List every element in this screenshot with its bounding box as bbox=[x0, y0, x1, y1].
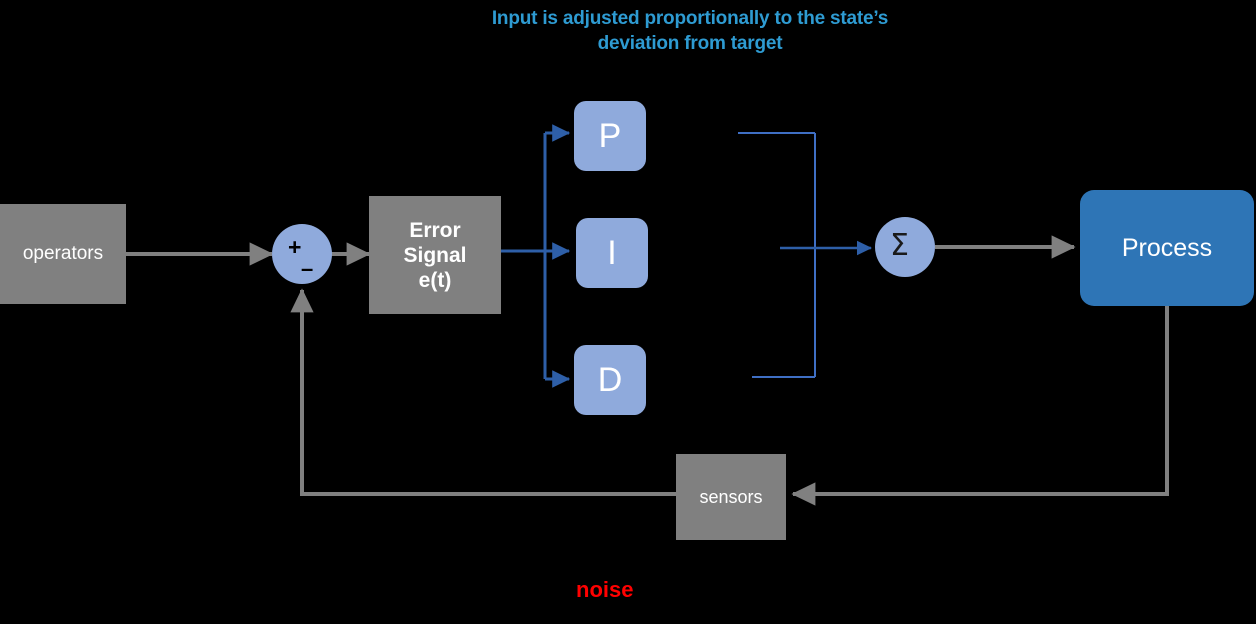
operators-block[interactable]: operators bbox=[0, 204, 126, 304]
operators-block-label: operators bbox=[22, 243, 104, 264]
error-signal-label-line-3: e(t) bbox=[418, 268, 452, 292]
error-signal-label-line-2: Signal bbox=[403, 243, 467, 267]
summing-junction[interactable] bbox=[272, 224, 332, 284]
diagram-title: Input is adjusted proportionally to the … bbox=[430, 6, 950, 56]
wire-process-to-sensors bbox=[791, 305, 1169, 506]
proportional-block-label: P bbox=[598, 116, 622, 155]
summing-junction-minus-sign: – bbox=[301, 256, 314, 281]
error-signal-block[interactable]: Error Signal e(t) bbox=[369, 196, 501, 314]
process-block-label: Process bbox=[1121, 233, 1213, 262]
derivative-block-label: D bbox=[597, 360, 623, 399]
process-block[interactable]: Process bbox=[1080, 190, 1254, 306]
noise-label: noise bbox=[576, 577, 634, 602]
summation-block[interactable] bbox=[875, 217, 935, 277]
integral-block[interactable]: I bbox=[576, 218, 648, 288]
error-signal-label-line-1: Error bbox=[409, 218, 461, 242]
sensors-block[interactable]: sensors bbox=[676, 454, 786, 540]
proportional-block[interactable]: P bbox=[574, 101, 646, 171]
summing-junction-plus-sign: + bbox=[288, 234, 302, 260]
sensors-block-label: sensors bbox=[699, 486, 763, 507]
diagram-title-line-1: Input is adjusted proportionally to the … bbox=[491, 8, 889, 29]
diagram-title-line-2: deviation from target bbox=[597, 33, 783, 54]
integral-block-label: I bbox=[607, 233, 617, 272]
derivative-block[interactable]: D bbox=[574, 345, 646, 415]
summation-block-label: Σ bbox=[890, 228, 909, 263]
